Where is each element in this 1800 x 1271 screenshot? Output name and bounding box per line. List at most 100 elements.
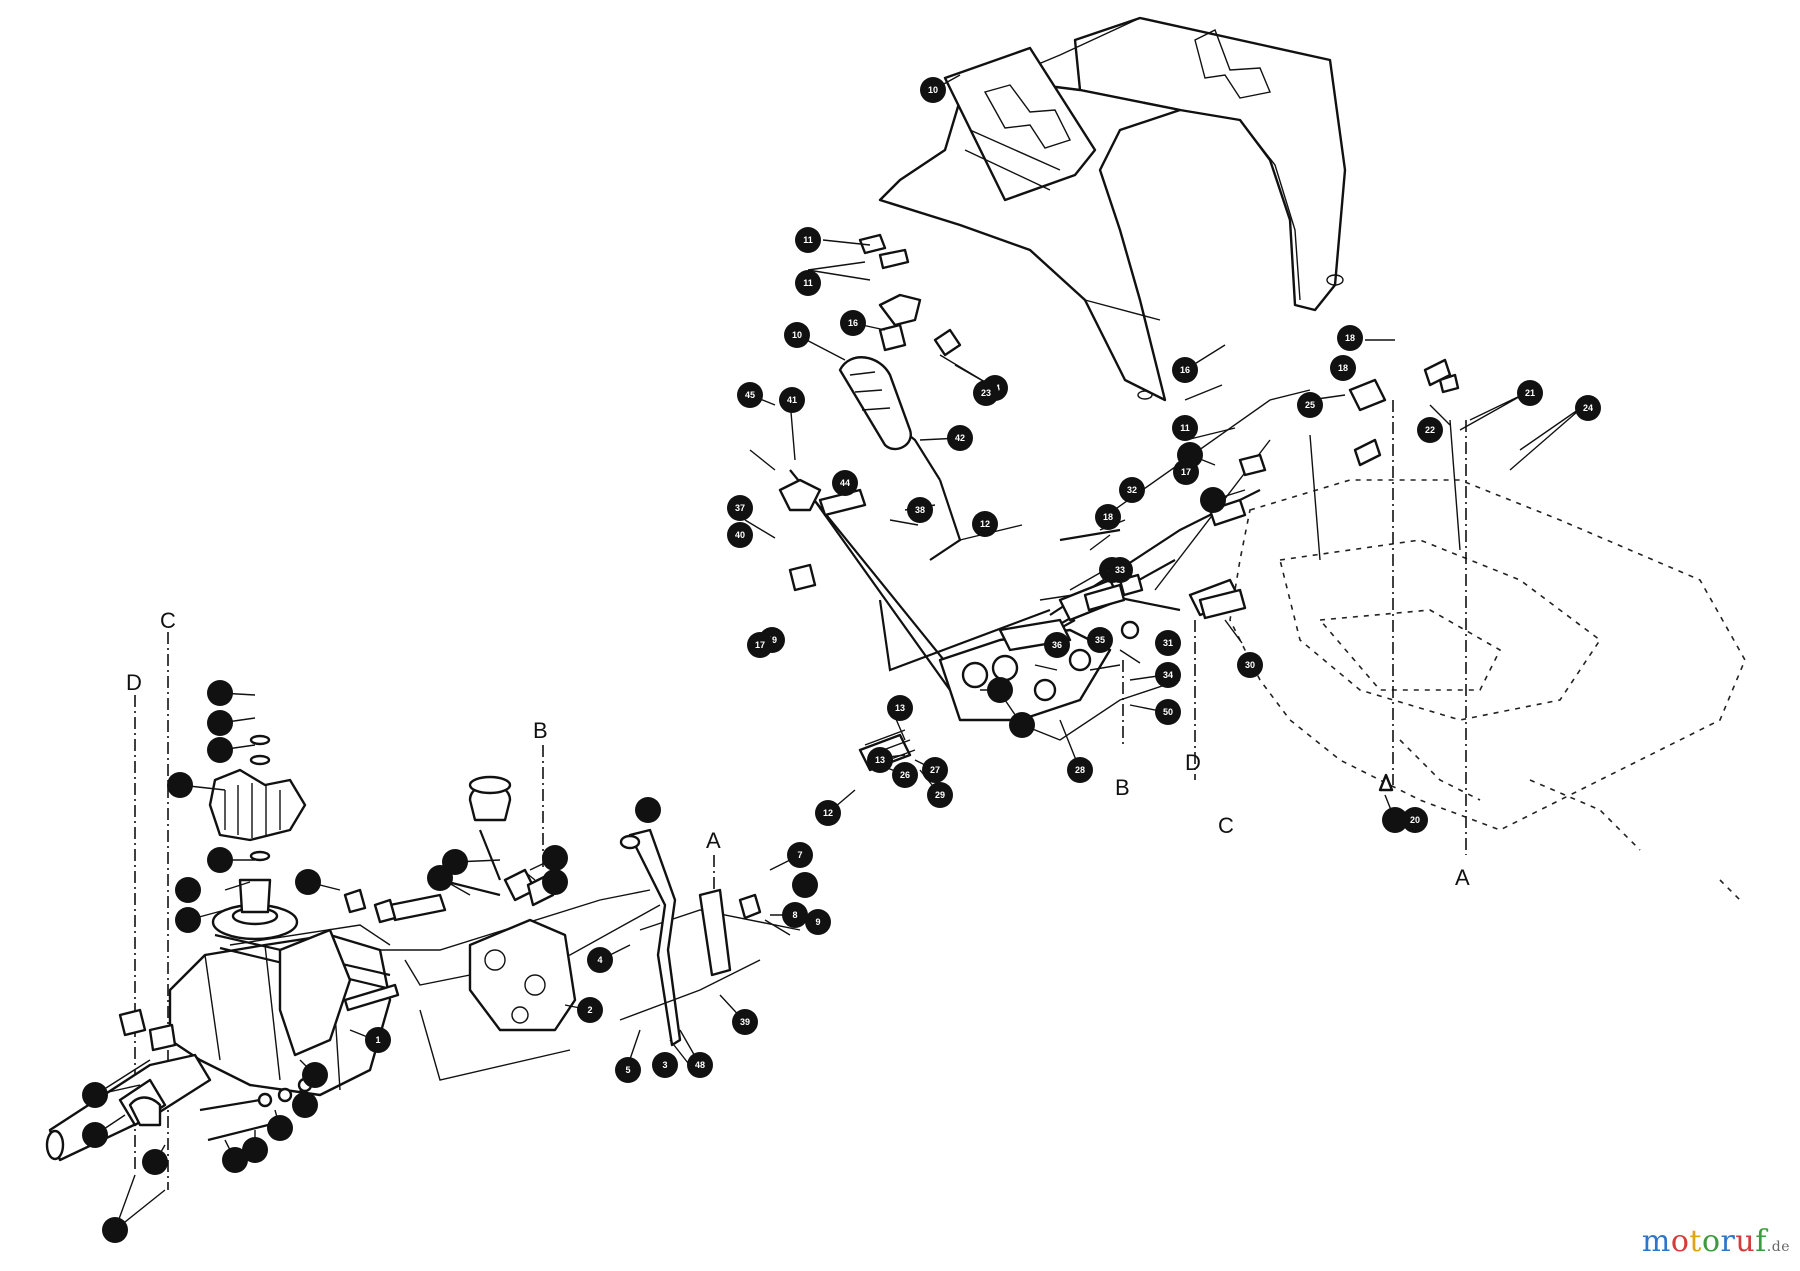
svg-text:20: 20 (1410, 815, 1420, 825)
callout-c39: 13 (867, 747, 893, 773)
svg-text:39: 39 (740, 1017, 750, 1027)
svg-text:17: 17 (1181, 467, 1191, 477)
callout-c28: 32 (1119, 477, 1145, 503)
callout-c37: 17 (747, 632, 773, 658)
svg-text:4: 4 (597, 955, 602, 965)
watermark-letter: r (1720, 1224, 1736, 1259)
ref-letter-b-left: B (533, 718, 548, 743)
svg-text:32: 32 (1127, 485, 1137, 495)
hydro-pump (439, 775, 577, 1032)
motoruf-watermark: motoruf.de (1642, 1224, 1790, 1259)
svg-text:11: 11 (1180, 423, 1190, 433)
callout-c30: 31 (1155, 630, 1181, 656)
svg-text:42: 42 (955, 433, 965, 443)
ref-letter-c-right: C (1218, 813, 1234, 838)
svg-text:11: 11 (803, 235, 813, 245)
reference-letters: C D B A B D C A (126, 608, 1470, 890)
ref-letter-d-left: D (126, 670, 142, 695)
callout-c48: 39 (732, 1009, 758, 1035)
svg-text:12: 12 (980, 519, 990, 529)
callout-c16: 23 (973, 380, 999, 406)
callout-c22: 18 (1337, 325, 1363, 351)
callout-c1: 10 (920, 77, 946, 103)
ref-letter-c-left: C (160, 608, 176, 633)
watermark-letter: o (1701, 1224, 1721, 1259)
mid-assembly (858, 573, 1242, 772)
control-lever (619, 828, 762, 1047)
svg-text:25: 25 (1305, 400, 1315, 410)
svg-text:18: 18 (1338, 363, 1348, 373)
watermark-letter: m (1641, 1224, 1671, 1259)
callout-c11: 40 (727, 522, 753, 548)
callout-c14: 12 (972, 511, 998, 537)
svg-text:16: 16 (1180, 365, 1190, 375)
callout-c52: 1 (365, 1027, 391, 1053)
callout-c20: 18 (1095, 504, 1121, 530)
callout-c25: 22 (1417, 417, 1443, 443)
svg-text:18: 18 (1345, 333, 1355, 343)
svg-text:35: 35 (1095, 635, 1105, 645)
callout-c2: 11 (795, 227, 821, 253)
svg-text:38: 38 (915, 505, 925, 515)
svg-text:10: 10 (928, 85, 938, 95)
watermark-letter: u (1735, 1224, 1756, 1259)
svg-text:2: 2 (587, 1005, 592, 1015)
svg-text:9: 9 (815, 917, 820, 927)
callout-c32: 50 (1155, 699, 1181, 725)
svg-text:27: 27 (930, 765, 940, 775)
svg-text:24: 24 (1583, 403, 1593, 413)
svg-text:7: 7 (797, 850, 802, 860)
svg-text:26: 26 (900, 770, 910, 780)
callout-c9: 41 (779, 387, 805, 413)
callout-c34: 35 (1087, 627, 1113, 653)
right-hardware (1198, 358, 1460, 792)
svg-text:11: 11 (803, 278, 813, 288)
svg-text:40: 40 (735, 530, 745, 540)
callout-c45: 7 (787, 842, 813, 868)
fender-assembly (878, 16, 1347, 402)
ref-letter-a-mid: A (706, 828, 721, 853)
svg-text:17: 17 (755, 640, 765, 650)
callout-c54: 4 (587, 947, 613, 973)
ref-letter-d-right: D (1185, 750, 1201, 775)
callout-c3: 11 (795, 270, 821, 296)
callout-c33: 36 (1044, 632, 1070, 658)
svg-text:22: 22 (1425, 425, 1435, 435)
frame-ghost-outline (1229, 479, 1746, 901)
callout-c51: 5 (615, 1057, 641, 1083)
svg-text:3: 3 (662, 1060, 667, 1070)
svg-text:48: 48 (695, 1060, 705, 1070)
callout-c17: 16 (1172, 357, 1198, 383)
watermark-text: motoruf (1642, 1224, 1767, 1259)
callout-c42: 27 (922, 757, 948, 783)
svg-text:30: 30 (1245, 660, 1255, 670)
watermark-letter: t (1689, 1224, 1702, 1259)
svg-text:37: 37 (735, 503, 745, 513)
svg-text:23: 23 (981, 388, 991, 398)
svg-text:36: 36 (1052, 640, 1062, 650)
svg-text:13: 13 (875, 755, 885, 765)
callout-c46: 8 (782, 902, 808, 928)
callout-c27: 24 (1575, 395, 1601, 421)
callout-c35: 30 (1237, 652, 1263, 678)
watermark-letter: f (1755, 1224, 1767, 1259)
callout-c13: 38 (907, 497, 933, 523)
callout-markers: 10 11 11 16 10 14 42 45 41 37 40 44 38 1… (365, 77, 1601, 1083)
callout-c43: 26 (892, 762, 918, 788)
svg-text:50: 50 (1163, 707, 1173, 717)
callout-c10: 37 (727, 495, 753, 521)
svg-text:44: 44 (840, 478, 850, 488)
svg-text:28: 28 (1075, 765, 1085, 775)
callout-c29: 33 (1107, 557, 1133, 583)
svg-text:12: 12 (823, 808, 833, 818)
upper-brackets (778, 233, 962, 592)
svg-text:41: 41 (787, 395, 797, 405)
callout-c4: 16 (840, 310, 866, 336)
callout-c40: 12 (815, 800, 841, 826)
svg-text:13: 13 (895, 703, 905, 713)
callout-c41: 29 (927, 782, 953, 808)
callout-c44: 28 (1067, 757, 1093, 783)
callout-c24: 25 (1297, 392, 1323, 418)
svg-text:31: 31 (1163, 638, 1173, 648)
svg-text:18: 18 (1103, 512, 1113, 522)
